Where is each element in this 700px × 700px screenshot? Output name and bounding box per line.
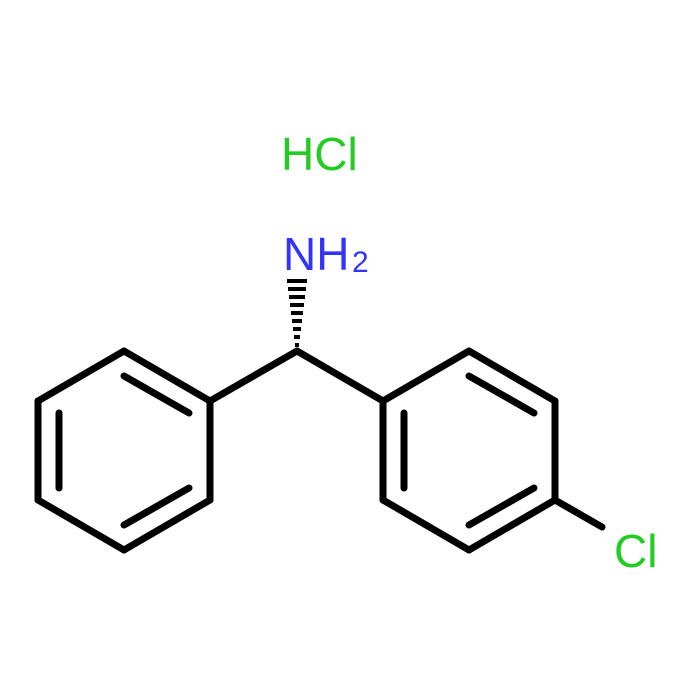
bond [379, 496, 473, 554]
amine-label: NH [283, 228, 349, 280]
double-bond-inner [465, 372, 538, 417]
phenyl-ring-left [34, 347, 214, 554]
hashed-wedge-bond [287, 279, 307, 347]
amine-group-label: NH 2 [283, 228, 369, 280]
bond [34, 496, 128, 554]
bond [34, 347, 128, 405]
chlorine-label: Cl [614, 525, 657, 577]
amine-subscript: 2 [352, 246, 369, 279]
chlorophenyl-ring-right [379, 347, 559, 554]
bond [379, 347, 473, 405]
bond [120, 347, 214, 405]
bond [120, 496, 214, 554]
bond-center-to-ring-right [293, 347, 387, 405]
bond [465, 496, 559, 554]
double-bond-inner [120, 372, 193, 417]
bond-ring-to-center-left [206, 347, 301, 405]
double-bond-inner [465, 484, 538, 529]
bond-carbon-chlorine [551, 496, 606, 531]
double-bond-inner [120, 484, 193, 529]
hcl-salt-label: HCl [281, 128, 358, 180]
bond [465, 347, 559, 405]
